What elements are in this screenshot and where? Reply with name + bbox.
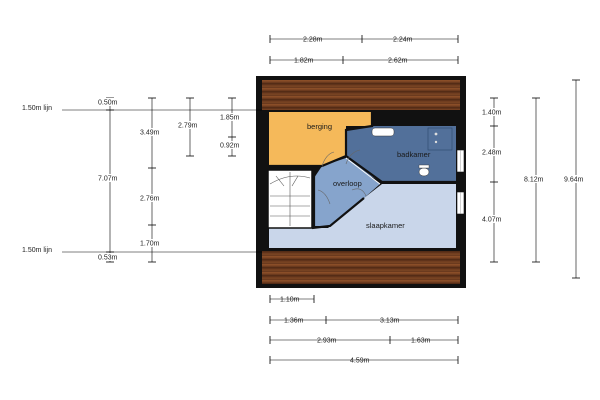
- interior-walls: [269, 112, 456, 230]
- dim-right-col3: 9.64m: [564, 177, 584, 184]
- windows: [456, 149, 465, 215]
- dim-bottom-row3-b: 1.63m: [411, 338, 431, 345]
- dim-top-row1-a: 2.28m: [303, 37, 323, 44]
- label-overloop: overloop: [333, 179, 362, 188]
- room-overloop: [314, 158, 380, 226]
- dim-top-row2-a: 1.82m: [294, 58, 314, 65]
- shower: [427, 127, 453, 151]
- dim-left-inner-1: 2.79m: [178, 123, 198, 130]
- room-slaapkamer: [269, 184, 456, 248]
- dim-bottom-row2-b: 3.13m: [380, 318, 400, 325]
- dim-left-mid-1: 3.49m: [140, 130, 160, 137]
- dim-left-outer-mid: 7.07m: [98, 176, 118, 183]
- dim-bottom-row1: 1.10m: [280, 297, 300, 304]
- building: berging badkamer overloop slaapkamer: [256, 76, 466, 288]
- dim-right-col2: 8.12m: [524, 177, 544, 184]
- dim-bottom-row4: 4.59m: [350, 358, 370, 365]
- left-dimensions: 1.50m lijn 1.50m lijn 0.50m 7.07m 0.53m …: [18, 97, 262, 263]
- sink: [371, 127, 395, 137]
- dim-left-outer-bottom: 0.53m: [98, 255, 118, 262]
- roof-bottom: [262, 251, 460, 284]
- label-slaapkamer: slaapkamer: [366, 221, 405, 230]
- dim-bottom-row3-a: 2.93m: [317, 338, 337, 345]
- bottom-dimensions: 1.10m 1.36m 3.13m 2.93m 1.63m 4.59m: [269, 295, 459, 365]
- right-dimensions: 1.40m 2.48m 4.07m 8.12m 9.64m: [481, 79, 589, 279]
- roof-top: [262, 80, 460, 110]
- dim-left-outer-top: 0.50m: [98, 100, 118, 107]
- dim-right-col1-1: 1.40m: [482, 110, 502, 117]
- top-dimensions: 2.28m 2.24m 1.82m 2.62m: [269, 35, 459, 65]
- dim-left-mid-3: 1.70m: [140, 241, 160, 248]
- toilet: [418, 167, 430, 177]
- doors: [317, 149, 367, 205]
- dim-top-row1-b: 2.24m: [393, 37, 413, 44]
- dim-top-row2-b: 2.62m: [388, 58, 408, 65]
- dim-right-col1-2: 2.48m: [482, 150, 502, 157]
- lijn-top: 1.50m lijn: [22, 105, 52, 112]
- dim-left-inner-2b: 0.92m: [220, 143, 240, 150]
- dim-bottom-row2-a: 1.36m: [284, 318, 304, 325]
- label-berging: berging: [307, 122, 332, 131]
- dim-left-mid-2: 2.76m: [140, 196, 160, 203]
- room-berging: [269, 112, 372, 166]
- dim-left-inner-2a: 1.85m: [220, 115, 240, 122]
- bathroom-fixtures: [371, 127, 453, 177]
- label-badkamer: badkamer: [397, 150, 431, 159]
- lijn-bottom: 1.50m lijn: [22, 247, 52, 254]
- staircase: [267, 169, 313, 229]
- interior-walls-light: [345, 157, 381, 185]
- dim-right-col1-3: 4.07m: [482, 217, 502, 224]
